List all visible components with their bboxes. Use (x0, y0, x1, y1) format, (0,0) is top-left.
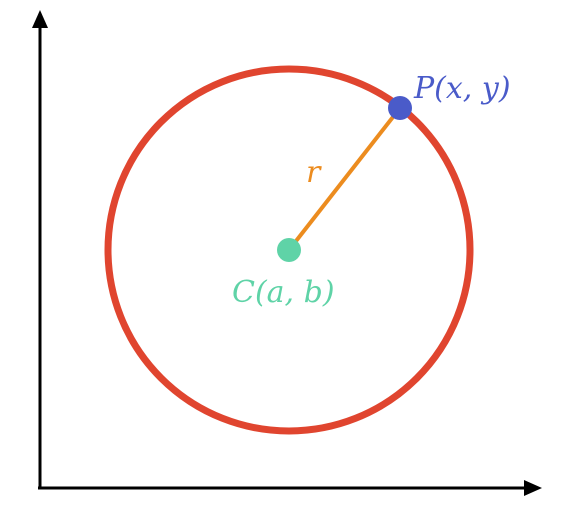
point-p (388, 96, 412, 120)
center-point (277, 238, 301, 262)
circle (104, 65, 474, 435)
y-axis-arrowhead (32, 10, 48, 28)
center-label: C(a, b) (232, 275, 335, 310)
point-p-label: P(x, y) (413, 71, 511, 106)
x-axis-arrowhead (524, 480, 542, 496)
radius-line (287, 106, 402, 252)
radius-label: r (306, 155, 322, 190)
